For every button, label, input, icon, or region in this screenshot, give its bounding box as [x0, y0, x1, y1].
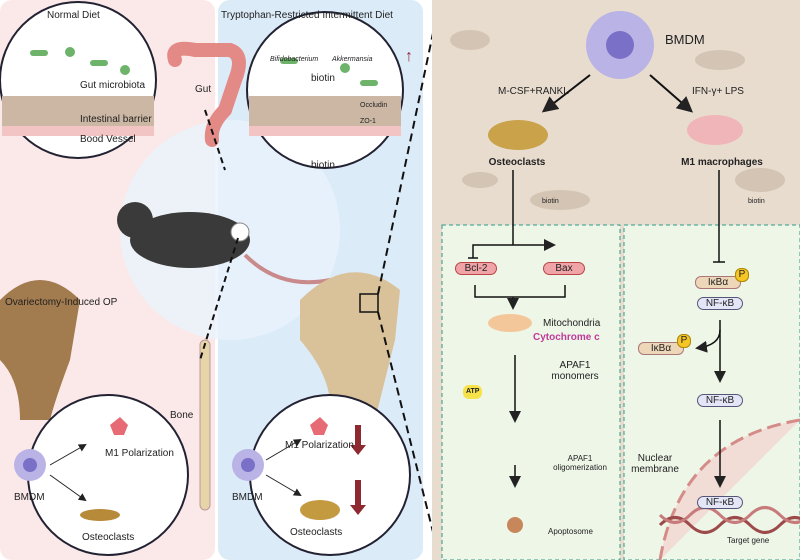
apoptosome-label: Apoptosome	[548, 527, 593, 536]
nfkb-complex: NF-κB	[697, 297, 743, 310]
apaf1-olig-2: oligomerization	[553, 462, 607, 472]
nfkb-free: NF-κB	[697, 394, 743, 407]
biotin-label-top: biotin	[311, 73, 335, 84]
osteoclasts-label: Osteoclasts	[82, 532, 135, 543]
ifn-lps-label: IFN-γ+ LPS	[692, 86, 744, 97]
intestinal-barrier-label: Intestinal barrier	[80, 114, 152, 125]
nfkb-nuclear: NF-κB	[697, 496, 743, 509]
monomers: monomers	[551, 371, 599, 382]
apaf1-olig-1: APAF1	[567, 454, 593, 463]
apaf1: APAF1	[559, 360, 591, 371]
ikba-released: IκBα	[638, 342, 684, 355]
blood-vessel-label: Bood Vessel	[80, 134, 136, 145]
zo1-label: ZO-1	[360, 118, 376, 125]
m1-macrophages-title: M1 macrophages	[681, 157, 763, 168]
bmdm-title: BMDM	[665, 32, 705, 47]
phospho-badge: P	[735, 268, 749, 282]
bifidobacterium-label: Bifidobacterium	[270, 56, 319, 63]
biotin-label-bottom: biotin	[311, 160, 335, 171]
membrane: membrane	[631, 464, 679, 475]
gut-label: Gut	[195, 84, 212, 95]
trid-title: Tryptophan-Restricted Intermittent Diet	[221, 10, 393, 21]
osteoclasts-title: Osteoclasts	[488, 157, 546, 168]
bax-node: Bax	[543, 262, 585, 275]
gut-microbiota-label: Gut microbiota	[80, 80, 146, 91]
osteoclasts-label-trid: Osteoclasts	[290, 527, 343, 538]
mitochondria-label: Mitochondria	[543, 318, 601, 329]
bcl2-node: Bcl-2	[455, 262, 497, 275]
bone-label: Bone	[170, 410, 194, 421]
atp-badge: ATP	[463, 385, 483, 399]
bmdm-label-trid: BMDM	[232, 492, 263, 503]
ikba-node: IκBα	[695, 276, 741, 289]
nuclear: Nuclear	[637, 453, 673, 464]
normal-diet-title: Normal Diet	[47, 10, 100, 21]
target-gene-label: Target gene	[727, 536, 770, 545]
biotin-m1: biotin	[748, 198, 765, 205]
occludin-label: Occludin	[360, 102, 388, 109]
ovariectomy-op-label: Ovariectomy-Induced OP	[5, 297, 118, 308]
phospho-badge-2: P	[677, 334, 691, 348]
cytochrome-c-label: Cytochrome c	[533, 332, 600, 343]
akkermansia-label: Akkermansia	[332, 56, 373, 63]
m1-polarization-label: M1 Polarization	[105, 448, 174, 459]
biotin-osteoclast: biotin	[542, 198, 559, 205]
bmdm-label: BMDM	[14, 492, 45, 503]
increase-arrow-icon: ↑	[405, 48, 413, 65]
m1-polarization-label-trid: M1 Polarization	[285, 440, 354, 451]
mcsf-rankl-label: M-CSF+RANKL	[498, 86, 569, 97]
